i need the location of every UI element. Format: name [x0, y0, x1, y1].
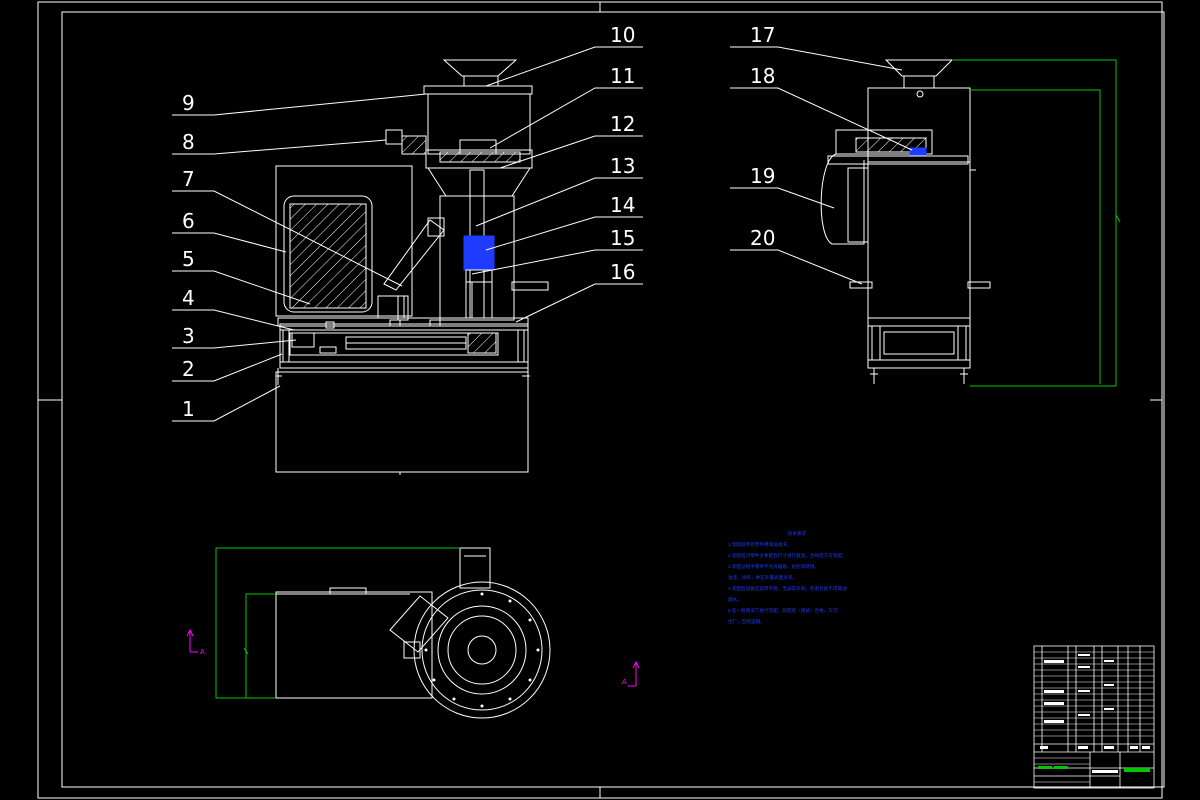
dimension-lines-side [952, 59, 1121, 387]
top-view [275, 547, 551, 719]
top-view-bolts [424, 592, 540, 708]
section-mark-right [628, 660, 640, 687]
part-label-19: 19 [750, 164, 775, 188]
part-label-11: 11 [610, 64, 635, 88]
tech-note-line: 油漆、涂料，并在外露表面涂漆。 [728, 575, 797, 580]
part-label-8: 8 [182, 130, 195, 154]
front-view [275, 59, 549, 475]
side-view [820, 59, 991, 384]
part-label-5: 5 [182, 247, 195, 271]
part-label-6: 6 [182, 209, 195, 233]
technical-requirements-title: 技术要求 [787, 531, 807, 536]
part-label-18: 18 [750, 64, 775, 88]
tech-note-line: 2.装配前对零件主要配合尺寸进行复查，合格后方可装配。 [728, 553, 847, 558]
tech-note-line: 4.装配后设备应运转平稳，无异常声响，各密封处不得漏油 [728, 586, 847, 591]
part-label-17: 17 [750, 23, 775, 47]
title-block [1033, 645, 1155, 789]
part-label-2: 2 [182, 357, 195, 381]
title-block-green [1038, 766, 1150, 772]
tech-note-line: 5.在一般情况下进行装配，装配后（调试）合格，方可 [728, 608, 838, 613]
part-label-16: 16 [610, 260, 635, 284]
tech-note-line: 3.装配过程中零件不允许磕碰、划伤和锈蚀， [728, 564, 820, 569]
title-block-fill [1040, 654, 1150, 773]
part-label-10: 10 [610, 23, 635, 47]
part-label-13: 13 [610, 154, 635, 178]
part-label-12: 12 [610, 112, 635, 136]
tech-note-line: 1.装配前所有零件用煤油清洗。 [728, 542, 792, 547]
drawing-frame [37, 1, 1165, 799]
part-label-1: 1 [182, 397, 195, 421]
part-label-3: 3 [182, 324, 195, 348]
tech-note-line: 出厂，包装运输。 [728, 619, 765, 624]
technical-requirements: 技术要求 1.装配前所有零件用煤油清洗。 2.装配前对零件主要配合尺寸进行复查，… [728, 528, 906, 627]
tech-note-line: 漏水。 [728, 597, 742, 602]
leader-lines-front [172, 46, 643, 422]
title-block-rows [1034, 651, 1154, 783]
part-label-9: 9 [182, 91, 195, 115]
section-mark-right-label: A [622, 679, 627, 686]
part-labels: 9 8 7 6 5 4 3 2 1 10 11 12 13 14 15 16 1… [182, 23, 775, 421]
part-label-4: 4 [182, 286, 195, 310]
section-mark-left-label: A [200, 649, 205, 656]
leader-lines-side [730, 46, 913, 285]
part-label-15: 15 [610, 226, 635, 250]
dimension-lines-top [215, 547, 460, 699]
section-mark-left [186, 628, 198, 653]
part-label-14: 14 [610, 193, 635, 217]
part-label-20: 20 [750, 226, 775, 250]
part-label-7: 7 [182, 167, 195, 191]
